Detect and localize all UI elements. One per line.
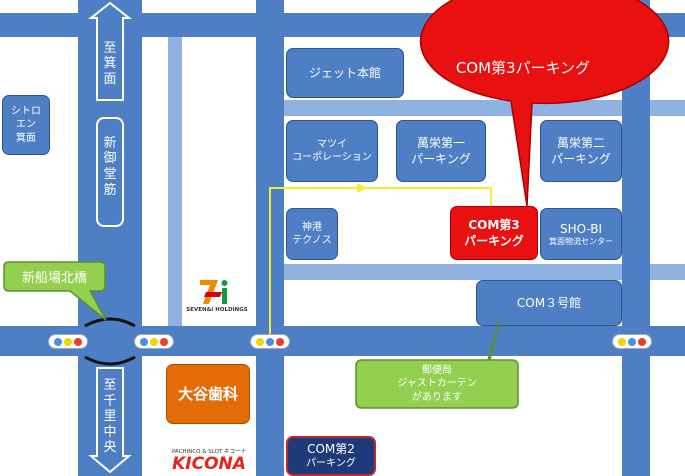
signal-blue-lamp <box>628 337 636 346</box>
building-citroen: シトロ エン 箕面 <box>2 95 50 155</box>
target-callout-text: COM第3パーキング <box>455 58 591 77</box>
route-arrow-midpoint-icon <box>357 183 367 193</box>
kicona-logo: PACHINCO & SLOT キコーナ KICONA <box>163 446 255 476</box>
seven-i-holdings-logo: SEVEN&i HOLDINGS <box>186 276 248 324</box>
traffic-signal-avenue <box>134 334 174 349</box>
arrow-south-icon <box>88 367 132 474</box>
signal-red-lamp <box>74 337 82 346</box>
avenue-to-minoh-label: 至 箕 面 <box>103 40 117 87</box>
arrow-north-icon <box>88 1 132 101</box>
bridge-mark-south <box>84 355 136 366</box>
bridge-mark-north <box>84 317 136 328</box>
seven-i-mark-icon <box>200 280 228 304</box>
traffic-signal-center <box>250 334 290 349</box>
intersection-callout-text: 新船場北橋 <box>21 271 87 286</box>
road-secondary-upper <box>284 100 685 116</box>
building-jet-honkan: ジェット本館 <box>286 48 404 98</box>
building-shinko-technos: 神港 テクノス <box>286 208 338 260</box>
signal-red-lamp <box>160 337 168 346</box>
post-office-callout-bubble <box>355 317 519 409</box>
building-com2-parking: COM第2 パーキング <box>286 436 376 476</box>
road-secondary-lower <box>284 264 685 280</box>
signal-blue-lamp <box>140 337 148 346</box>
building-banei-parking-2: 萬栄第二 パーキング <box>540 120 622 182</box>
signal-blue-lamp <box>54 337 62 346</box>
avenue-name-label: 新 御 堂 筋 <box>103 135 117 198</box>
median-strip-upper <box>96 117 124 227</box>
target-callout-bubble <box>419 0 670 207</box>
building-com3-parking: COM第3 パーキング <box>450 206 538 260</box>
route-arrow-path <box>269 187 492 336</box>
post-office-callout-text: 郵便局 ジャストカーテン があります <box>397 364 477 403</box>
road-narrow-vertical <box>168 37 182 326</box>
signal-yellow-lamp <box>256 337 264 346</box>
signal-yellow-lamp <box>618 337 626 346</box>
signal-yellow-lamp <box>64 337 72 346</box>
signal-yellow-lamp <box>150 337 158 346</box>
building-matsui-corporation: マツイ コーポレーション <box>286 120 378 182</box>
building-otani-dental: 大谷歯科 <box>166 364 250 424</box>
signal-blue-lamp <box>266 337 274 346</box>
building-banei-parking-1: 萬栄第一 パーキング <box>396 120 486 182</box>
traffic-signal-west <box>48 334 88 349</box>
building-shobi-logistics: SHO-BI 箕面物流センター <box>540 208 622 260</box>
avenue-to-senri-chuo-label: 至 千 里 中 央 <box>103 378 117 456</box>
intersection-callout-bubble <box>3 261 107 321</box>
traffic-signal-east <box>612 334 652 349</box>
signal-red-lamp <box>638 337 646 346</box>
signal-red-lamp <box>276 337 284 346</box>
kicona-name: KICONA <box>172 454 246 474</box>
kicona-tagline: PACHINCO & SLOT キコーナ <box>171 449 247 455</box>
seven-i-logo-text: SEVEN&i HOLDINGS <box>186 307 248 313</box>
